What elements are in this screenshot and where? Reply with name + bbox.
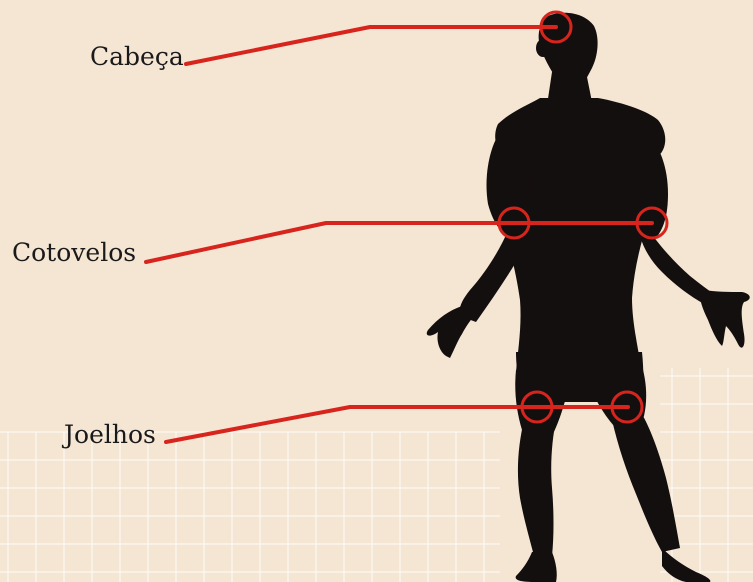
human-silhouette	[427, 13, 750, 582]
label-knees: Joelhos	[64, 422, 156, 447]
label-head: Cabeça	[90, 44, 184, 69]
label-elbows: Cotovelos	[12, 240, 136, 265]
head-callout-line	[186, 27, 556, 64]
